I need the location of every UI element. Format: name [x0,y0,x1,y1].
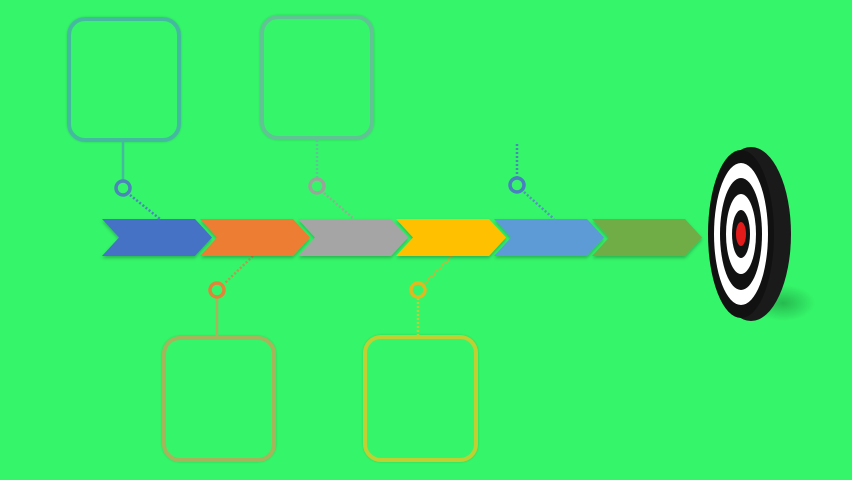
text-box-top-2 [260,15,374,140]
text-box-bottom-1 [162,336,276,462]
chevron-arrow-3 [298,219,408,256]
text-box-bottom-2 [363,335,478,462]
chevron-arrow-5 [494,219,604,256]
connector-line-bottom-1-diagonal [224,255,254,284]
connector-line-top-1-diagonal [129,194,161,220]
connector-line-top-3-diagonal [523,191,555,220]
target-icon [708,147,815,321]
connector-node-bottom-1 [208,281,226,299]
chevron-arrow-6 [592,219,702,256]
connector-nodes [114,176,526,299]
connector-node-top-3 [508,176,526,194]
chevron-arrow-1 [102,219,212,256]
connector-lines [121,140,555,336]
connector-line-top-2-diagonal [323,192,355,220]
connector-line-bottom-2-diagonal [424,255,453,284]
connector-node-top-1 [114,179,132,197]
text-box-top-1 [67,17,181,142]
chevron-arrow-4 [396,219,506,256]
connector-node-top-2 [308,177,326,195]
connector-node-bottom-2 [409,281,427,299]
chevron-arrow-2 [200,219,310,256]
chevron-arrows [102,219,702,256]
target-bullseye [736,222,746,246]
